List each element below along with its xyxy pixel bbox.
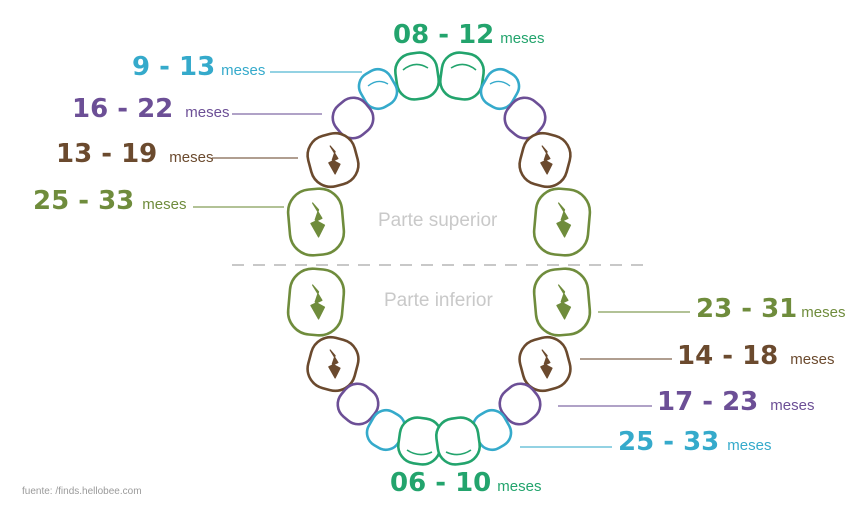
unit-lower-canines: meses: [770, 397, 815, 414]
crack-upper-second-molar-left: [310, 202, 326, 238]
tooth-upper-central-left: [393, 51, 441, 101]
range-upper-first-molars: 13 - 19: [56, 139, 158, 169]
label-lower-first-molars: 14 - 18 meses: [677, 343, 834, 369]
unit-upper-lateral-incisors: meses: [221, 62, 266, 79]
unit-lower-first-molars: meses: [790, 351, 835, 368]
range-upper-second-molars: 25 - 33: [33, 186, 135, 216]
range-lower-canines: 17 - 23: [657, 387, 759, 417]
crack-lower-second-molar-right: [556, 284, 572, 320]
unit-upper-first-molars: meses: [169, 149, 214, 166]
label-upper-second-molars: 25 - 33 meses: [33, 188, 186, 214]
tooth-lower-canine-right: [498, 382, 542, 426]
crack-upper-first-molar-right: [540, 145, 553, 175]
caption-lower: Parte inferior: [384, 290, 493, 311]
label-upper-first-molars: 13 - 19 meses: [56, 141, 213, 167]
label-lower-lateral-incisors: 25 - 33 meses: [618, 429, 771, 455]
crack-upper-second-molar-right: [556, 202, 572, 238]
label-lower-canines: 17 - 23 meses: [657, 389, 814, 415]
incisor-edge-upper-lateral-right: [489, 80, 511, 87]
incisor-edge-upper-right: [450, 63, 477, 71]
unit-upper-central-incisors: meses: [500, 30, 545, 47]
incisor-edge-upper-lateral-left: [367, 80, 389, 87]
crack-lower-first-molar-left: [328, 349, 341, 379]
incisor-edge-lower-left: [406, 449, 433, 456]
label-upper-lateral-incisors: 9 - 13 meses: [132, 54, 265, 80]
range-upper-lateral-incisors: 9 - 13: [132, 52, 216, 82]
label-upper-canines: 16 - 22 meses: [72, 96, 229, 122]
range-lower-second-molars: 23 - 31: [696, 294, 798, 324]
range-lower-first-molars: 14 - 18: [677, 341, 779, 371]
crack-lower-second-molar-left: [310, 284, 326, 320]
range-upper-canines: 16 - 22: [72, 94, 174, 124]
source-credit: fuente: /finds.hellobee.com: [22, 486, 142, 497]
crack-upper-first-molar-left: [328, 145, 341, 175]
label-lower-central-incisors: 06 - 10 meses: [390, 470, 541, 496]
caption-upper: Parte superior: [378, 210, 498, 231]
tooth-upper-canine-right: [503, 96, 547, 140]
unit-lower-second-molars: meses: [801, 304, 846, 321]
unit-upper-canines: meses: [185, 104, 230, 121]
unit-lower-central-incisors: meses: [497, 478, 542, 495]
range-lower-lateral-incisors: 25 - 33: [618, 427, 720, 457]
incisor-edge-lower-right: [445, 449, 472, 456]
range-upper-central-incisors: 08 - 12: [393, 20, 495, 50]
tooth-upper-lateral-right: [479, 67, 521, 111]
crack-lower-first-molar-right: [540, 349, 553, 379]
label-upper-central-incisors: 08 - 12 meses: [393, 22, 544, 48]
tooth-upper-central-right: [438, 51, 486, 101]
tooth-lower-canine-left: [336, 382, 380, 426]
unit-lower-lateral-incisors: meses: [727, 437, 772, 454]
tooth-upper-lateral-left: [357, 67, 399, 111]
tooth-lower-central-right: [434, 416, 482, 466]
unit-upper-second-molars: meses: [142, 196, 187, 213]
tooth-upper-canine-left: [331, 96, 375, 140]
range-lower-central-incisors: 06 - 10: [390, 468, 492, 498]
incisor-edge-upper-left: [402, 63, 429, 71]
